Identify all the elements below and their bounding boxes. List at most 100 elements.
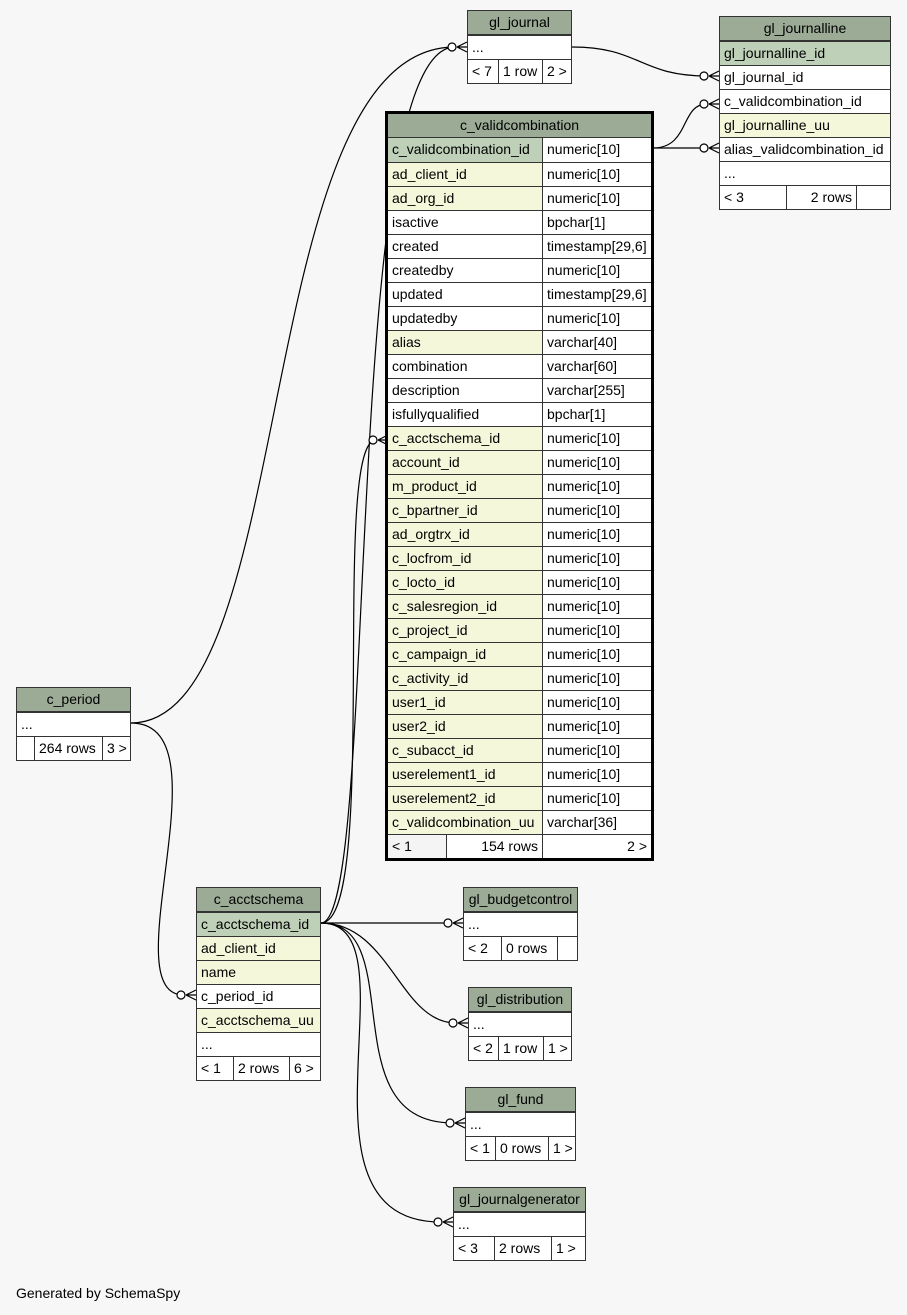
table-c-period[interactable]: c_period ... 264 rows 3 > — [16, 687, 131, 761]
table-gl-journalline[interactable]: gl_journalline gl_journalline_id gl_jour… — [719, 16, 891, 210]
children-count[interactable]: 6 > — [289, 1057, 320, 1080]
column-name: isfullyqualified — [392, 406, 480, 422]
children-count[interactable] — [557, 937, 577, 960]
column-type: numeric[10] — [542, 138, 651, 162]
column-name: c_project_id — [392, 622, 468, 638]
column-type: timestamp[29,6] — [542, 283, 651, 306]
column-name: gl_journalline_uu — [724, 117, 830, 133]
column-name: isactive — [392, 214, 439, 230]
table-gl-journalgenerator[interactable]: gl_journalgenerator ... < 3 2 rows 1 > — [453, 1187, 586, 1261]
row-count: 0 rows — [501, 937, 557, 960]
parents-count[interactable]: < 1 — [201, 1060, 221, 1076]
table-title[interactable]: c_period — [17, 688, 130, 712]
table-gl-journal[interactable]: gl_journal ... < 7 1 row 2 > — [467, 10, 572, 84]
parents-count[interactable]: < 7 — [472, 63, 492, 79]
column-type: numeric[10] — [542, 523, 651, 546]
column-name: c_validcombination_id — [392, 141, 530, 157]
table-title[interactable]: gl_fund — [466, 1088, 575, 1112]
column-type: numeric[10] — [542, 619, 651, 642]
edge-end-circle — [433, 1217, 443, 1227]
edge-acctschema-validcomb — [320, 439, 377, 924]
column-name: c_acctschema_id — [201, 916, 310, 932]
column-type: numeric[10] — [542, 499, 651, 522]
table-title[interactable]: gl_journalline — [720, 17, 890, 41]
column-name: c_activity_id — [392, 670, 469, 686]
column-type: timestamp[29,6] — [542, 235, 651, 258]
column-type: numeric[10] — [542, 475, 651, 498]
edge-end-circle — [447, 42, 457, 52]
table-title[interactable]: gl_budgetcontrol — [464, 888, 577, 912]
children-count[interactable]: 1 > — [551, 1237, 585, 1260]
column-name: c_campaign_id — [392, 646, 487, 662]
column-type: numeric[10] — [542, 187, 651, 210]
crowfoot-icon — [708, 98, 720, 110]
column-ellipsis: ... — [470, 1116, 482, 1132]
table-title[interactable]: gl_journal — [468, 11, 571, 35]
table-gl-distribution[interactable]: gl_distribution ... < 2 1 row 1 > — [468, 987, 572, 1061]
column-type: numeric[10] — [542, 667, 651, 690]
children-count[interactable]: 2 > — [542, 60, 571, 83]
table-c-acctschema[interactable]: c_acctschema c_acctschema_id ad_client_i… — [196, 887, 321, 1081]
table-row: c_activity_id numeric[10] — [388, 666, 651, 690]
column-name: c_acctschema_uu — [201, 1012, 314, 1028]
table-gl-fund[interactable]: gl_fund ... < 1 0 rows 1 > — [465, 1087, 576, 1161]
parents-count[interactable] — [17, 737, 34, 760]
column-name: name — [201, 964, 237, 980]
column-ellipsis: ... — [724, 165, 736, 181]
column-ellipsis: ... — [468, 916, 480, 932]
children-count[interactable]: 1 > — [548, 1137, 575, 1160]
table-title[interactable]: c_validcombination — [388, 114, 651, 138]
column-type: numeric[10] — [542, 715, 651, 738]
parents-count[interactable]: < 1 — [388, 835, 446, 858]
column-name: alias — [392, 334, 421, 350]
row-count: 0 rows — [495, 1137, 548, 1160]
table-title[interactable]: gl_distribution — [469, 988, 571, 1012]
table-c-validcombination[interactable]: c_validcombination c_validcombination_id… — [385, 111, 654, 861]
column-name: userelement2_id — [392, 790, 496, 806]
column-ellipsis: ... — [458, 1216, 470, 1232]
table-row: ad_org_id numeric[10] — [388, 186, 651, 210]
parents-count[interactable]: < 3 — [458, 1240, 478, 1256]
parents-count[interactable]: < 2 — [473, 1040, 493, 1056]
column-type: varchar[40] — [542, 331, 651, 354]
column-name: description — [392, 382, 460, 398]
row-count: 1 row — [498, 1037, 543, 1060]
edge-end-circle — [443, 918, 453, 928]
children-count[interactable]: 3 > — [102, 737, 130, 760]
column-type: numeric[10] — [542, 691, 651, 714]
column-ellipsis: ... — [472, 39, 484, 55]
column-type: numeric[10] — [542, 307, 651, 330]
edge-end-circle — [368, 435, 378, 445]
column-name: ad_org_id — [392, 190, 455, 206]
children-count[interactable]: 2 > — [542, 835, 651, 858]
children-count[interactable] — [856, 186, 890, 209]
column-type: varchar[255] — [542, 379, 651, 402]
edge-end-circle — [699, 71, 709, 81]
row-count: 2 rows — [233, 1057, 289, 1080]
table-row: alias varchar[40] — [388, 330, 651, 354]
table-row: c_validcombination_id numeric[10] — [388, 138, 651, 162]
parents-count[interactable]: < 2 — [468, 940, 488, 956]
table-title[interactable]: c_acctschema — [197, 888, 320, 912]
table-gl-budgetcontrol[interactable]: gl_budgetcontrol ... < 2 0 rows — [463, 887, 578, 961]
edge-validcomb-journalline-1 — [652, 103, 708, 149]
parents-count[interactable]: < 3 — [724, 189, 744, 205]
column-type: numeric[10] — [542, 163, 651, 186]
edge-period-journal — [130, 46, 456, 724]
children-count[interactable]: 1 > — [543, 1037, 571, 1060]
column-type: numeric[10] — [542, 763, 651, 786]
column-name: gl_journal_id — [724, 69, 804, 85]
column-ellipsis: ... — [201, 1036, 213, 1052]
table-title[interactable]: gl_journalgenerator — [454, 1188, 585, 1212]
parents-count[interactable]: < 1 — [470, 1140, 490, 1156]
